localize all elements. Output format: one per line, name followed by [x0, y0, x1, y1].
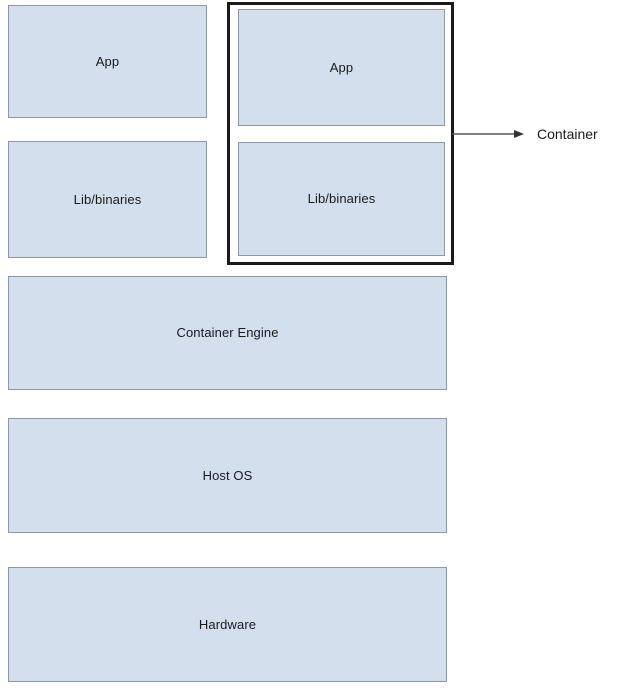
node-lib-binaries-right[interactable]: Lib/binaries — [238, 142, 445, 256]
node-container-engine[interactable]: Container Engine — [8, 276, 447, 390]
node-host-os-label: Host OS — [202, 467, 253, 483]
container-annotation-label: Container — [537, 126, 598, 142]
node-app-right-label: App — [329, 59, 354, 75]
node-lib-binaries-right-label: Lib/binaries — [307, 191, 376, 206]
node-lib-binaries-left-label: Lib/binaries — [73, 191, 142, 207]
node-host-os[interactable]: Host OS — [8, 418, 447, 533]
container-annotation-arrow-icon — [452, 130, 524, 138]
node-lib-binaries-left[interactable]: Lib/binaries — [8, 141, 207, 258]
node-hardware-label: Hardware — [198, 616, 257, 632]
node-hardware[interactable]: Hardware — [8, 567, 447, 682]
node-container-engine-label: Container Engine — [176, 325, 279, 340]
node-app-right[interactable]: App — [238, 9, 445, 126]
node-app-left[interactable]: App — [8, 5, 207, 118]
node-app-left-label: App — [95, 53, 120, 69]
